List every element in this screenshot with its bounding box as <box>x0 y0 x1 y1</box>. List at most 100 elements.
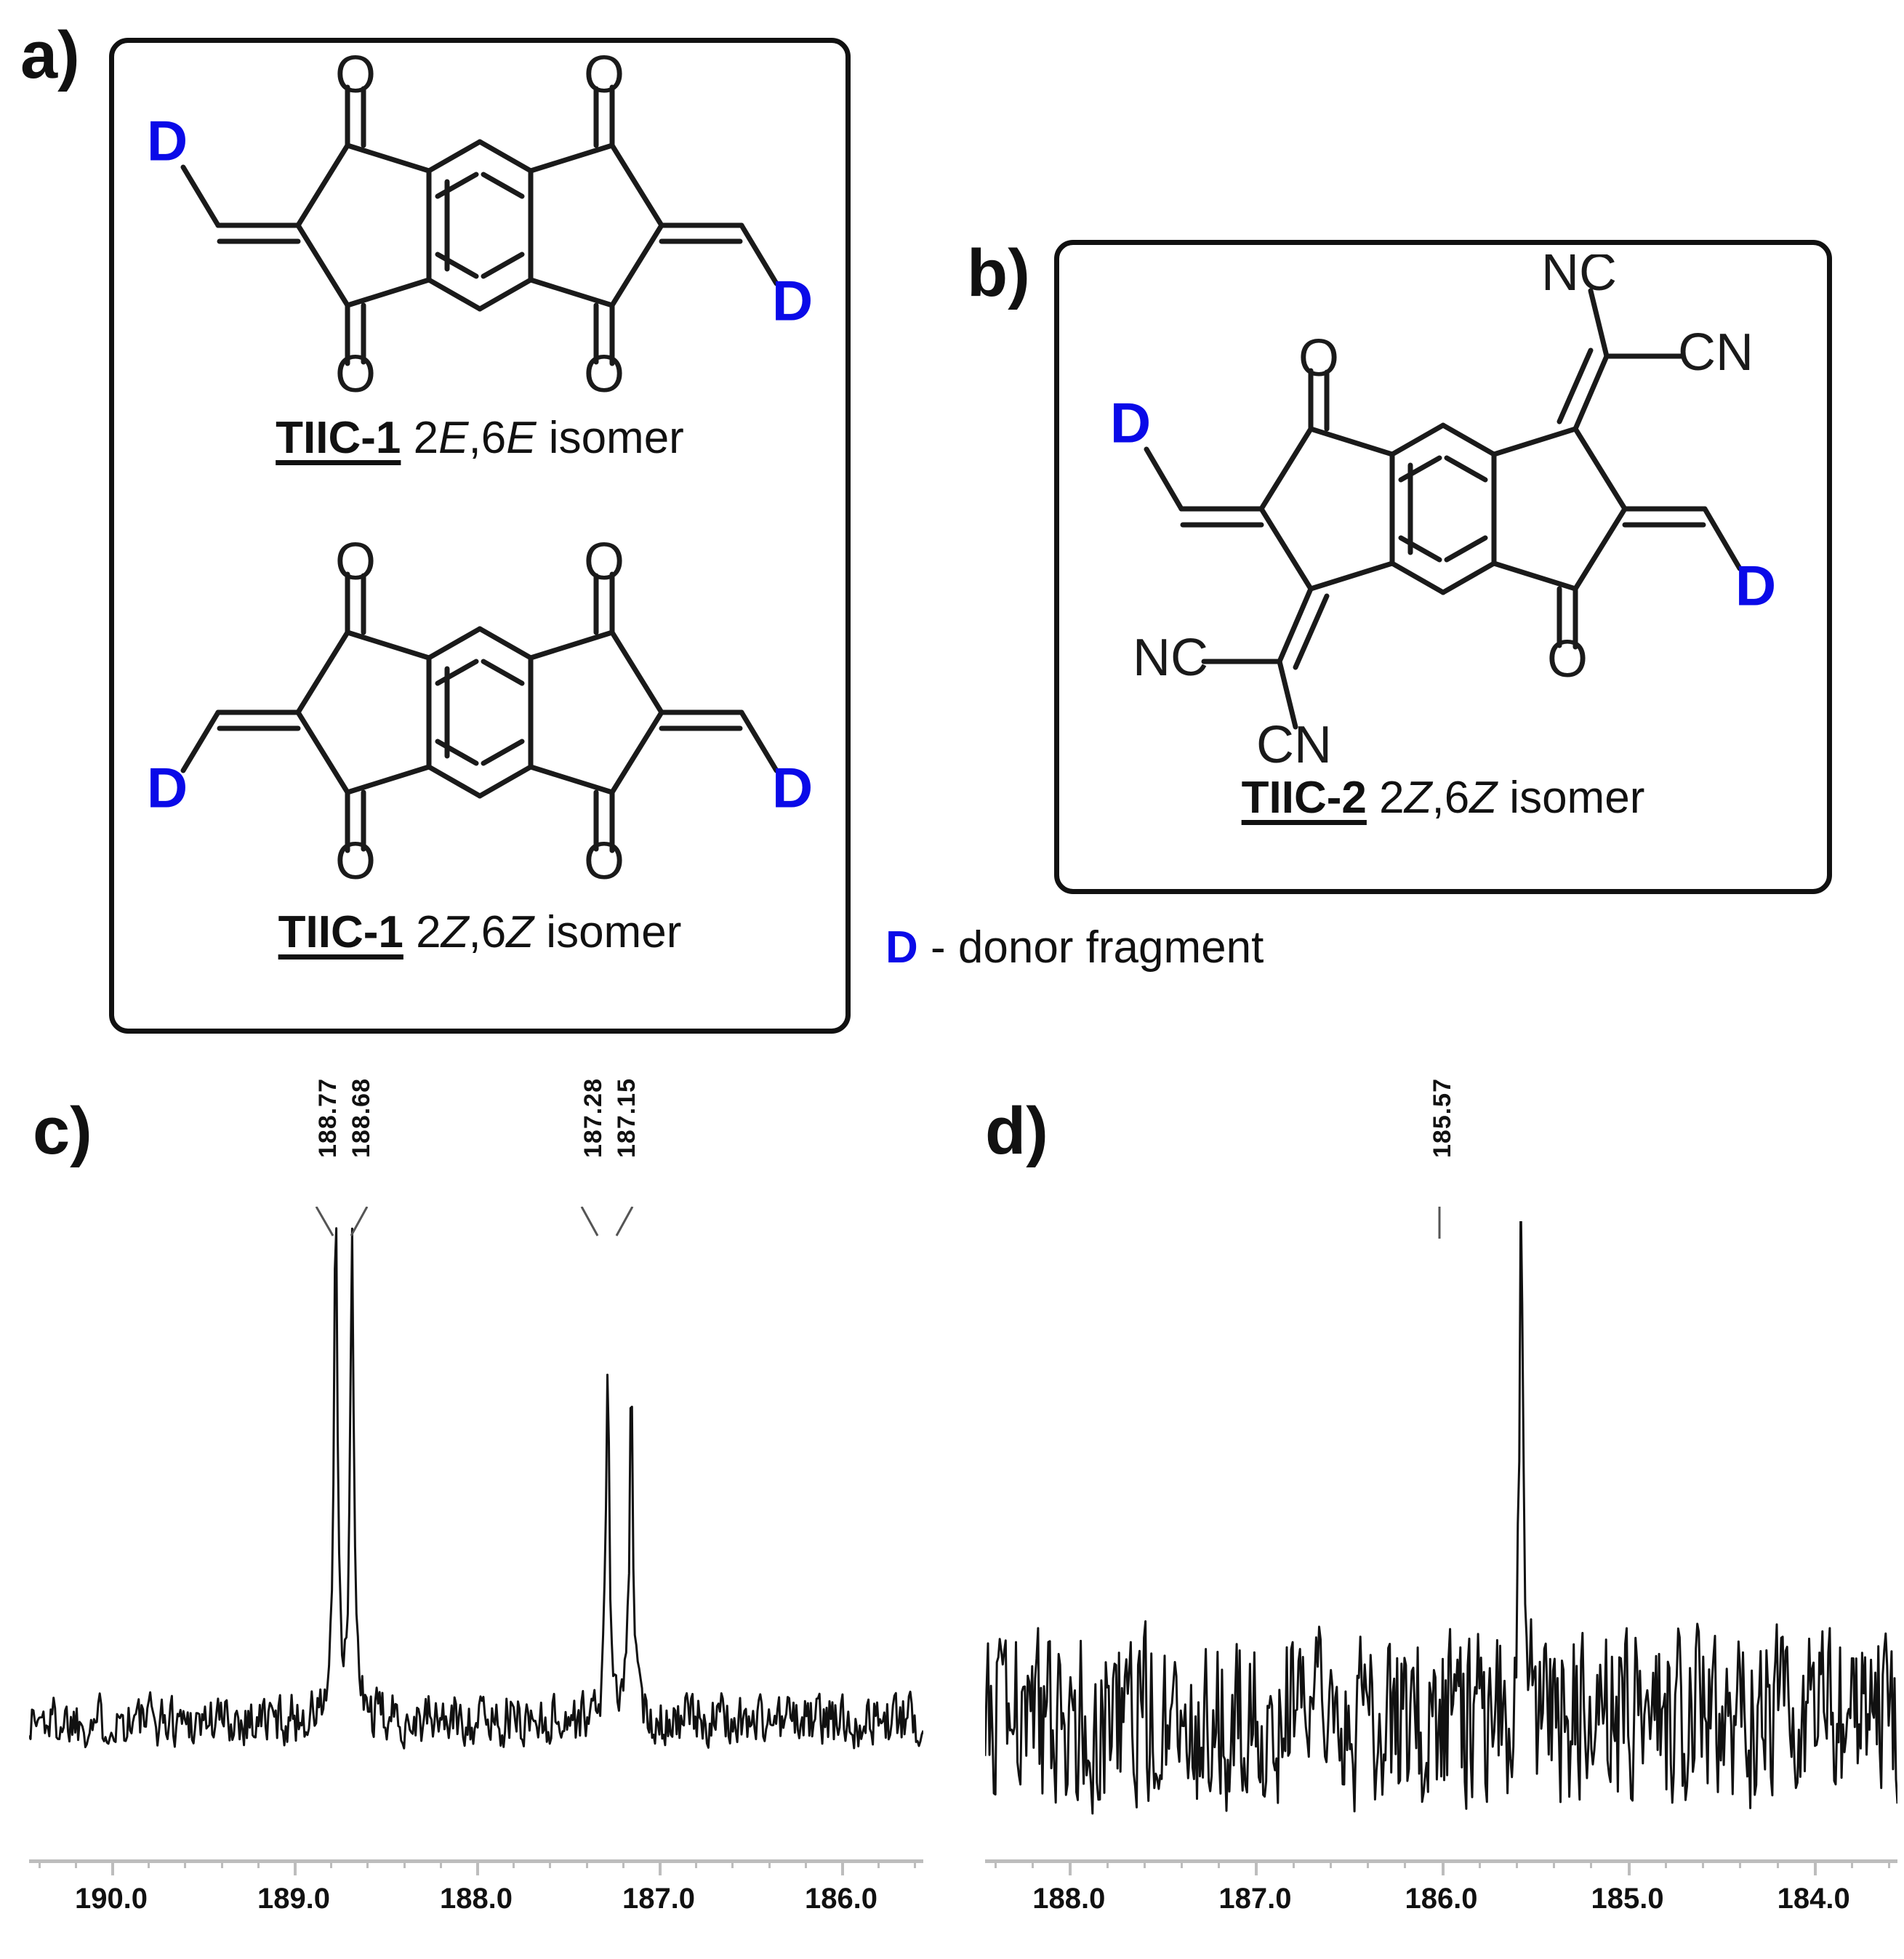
oxygen-label: O <box>1298 329 1339 387</box>
axis-tick-minor <box>1553 1859 1556 1868</box>
molecule-tiic2-2z6z: O O NC CN NC CN D D <box>1061 254 1825 778</box>
axis-tick-minor <box>994 1859 997 1868</box>
axis-tick-minor <box>1590 1859 1593 1868</box>
axis-tick-major <box>1441 1859 1445 1875</box>
axis-tick-minor <box>1478 1859 1481 1868</box>
axis-tick-minor <box>184 1859 187 1868</box>
isomer-name: 2E,6E isomer <box>413 413 684 463</box>
donor-legend-symbol: D <box>885 922 918 973</box>
peak-label-d-0: 185.57 <box>1429 1078 1456 1158</box>
axis-tick-minor <box>804 1859 807 1868</box>
axis-tick-minor <box>220 1859 223 1868</box>
axis-tick-major <box>1627 1859 1631 1875</box>
axis-tick-minor <box>1367 1859 1370 1868</box>
axis-tick-minor <box>1702 1859 1705 1868</box>
axis-tick-label: 187.0 <box>622 1883 696 1915</box>
oxygen-label: O <box>335 46 376 104</box>
axis-tick-major <box>1813 1859 1817 1875</box>
axis-tick-label: 187.0 <box>1218 1883 1292 1915</box>
axis-tick-minor <box>1515 1859 1518 1868</box>
axis-tick-minor <box>1032 1859 1034 1868</box>
peak-label-c-2: 187.28 <box>579 1078 607 1158</box>
peak-leaders-c <box>315 1207 634 1236</box>
axis-tick-minor <box>148 1859 150 1868</box>
axis-tick-minor <box>1218 1859 1221 1868</box>
peak-label-c-0: 188.77 <box>314 1078 342 1158</box>
axis-tick-major <box>1069 1859 1072 1875</box>
axis-tick-minor <box>1739 1859 1742 1868</box>
axis-tick-minor <box>366 1859 369 1868</box>
axis-tick-minor <box>1329 1859 1332 1868</box>
oxygen-label: O <box>584 345 624 403</box>
panel-label-b: b) <box>967 236 1030 310</box>
donor-label-left: D <box>147 756 188 820</box>
axis-tick-minor <box>1888 1859 1891 1868</box>
peak-label-c-1: 188.68 <box>348 1078 375 1158</box>
axis-tick-major <box>476 1859 479 1875</box>
axis-tick-minor <box>38 1859 41 1868</box>
axis-tick-minor <box>1664 1859 1667 1868</box>
axis-tick-minor <box>914 1859 917 1868</box>
molecule-tiic1-2e6e: O O O O D D <box>116 44 843 407</box>
panel-a-box <box>109 38 851 1034</box>
donor-legend: D - donor fragment <box>885 922 1264 973</box>
axis-tick-major <box>294 1859 297 1875</box>
oxygen-label: O <box>335 345 376 403</box>
axis-tick-label: 186.0 <box>804 1883 878 1915</box>
axis-tick-minor <box>330 1859 333 1868</box>
axis-tick-label: 188.0 <box>439 1883 513 1915</box>
spectrum-c <box>29 1221 923 1861</box>
axis-tick-label: 185.0 <box>1591 1883 1664 1915</box>
axis-tick-minor <box>877 1859 880 1868</box>
axis-tick-minor <box>1143 1859 1146 1868</box>
axis-tick-major <box>659 1859 662 1875</box>
axis-tick-label: 186.0 <box>1405 1883 1478 1915</box>
axis-tick-minor <box>1106 1859 1109 1868</box>
axis-tick-minor <box>1180 1859 1183 1868</box>
spectrum-trace <box>985 1221 1897 1815</box>
nitrile-label-nc-lower: NC <box>1133 629 1208 687</box>
axis-tick-minor <box>768 1859 771 1868</box>
donor-label-right: D <box>772 756 813 820</box>
axis-tick-minor <box>549 1859 552 1868</box>
axis-tick-label: 190.0 <box>74 1883 148 1915</box>
caption-tiic1-2z6z: TIIC-1 2Z,6Z isomer <box>131 909 829 956</box>
panel-b-box <box>1054 240 1832 894</box>
oxygen-label: O <box>584 533 624 591</box>
donor-label-left: D <box>1110 391 1151 455</box>
axis-tick-major <box>841 1859 844 1875</box>
axis-tick-minor <box>1776 1859 1779 1868</box>
oxygen-label: O <box>335 533 376 591</box>
axis-tick-label: 189.0 <box>257 1883 331 1915</box>
nitrile-label-cn-upper: CN <box>1678 323 1754 382</box>
axis-tick-minor <box>622 1859 624 1868</box>
axis-tick-minor <box>439 1859 442 1868</box>
donor-legend-text: - donor fragment <box>917 922 1264 973</box>
axis-tick-minor <box>403 1859 406 1868</box>
axis-tick-minor <box>1851 1859 1853 1868</box>
axis-tick-label: 184.0 <box>1777 1883 1850 1915</box>
axis-tick-minor <box>585 1859 588 1868</box>
peak-label-c-3: 187.15 <box>613 1078 640 1158</box>
oxygen-label: O <box>584 46 624 104</box>
panel-label-a: a) <box>20 18 80 92</box>
donor-label-right: D <box>1735 554 1776 618</box>
caption-tiic1-2e6e: TIIC-1 2E,6E isomer <box>131 414 829 462</box>
axis-tick-minor <box>1404 1859 1407 1868</box>
axis-tick-minor <box>695 1859 698 1868</box>
panel-label-d: d) <box>985 1094 1048 1168</box>
axis-tick-minor <box>731 1859 734 1868</box>
panel-label-c: c) <box>33 1094 92 1168</box>
nitrile-label-cn-lower: CN <box>1256 716 1332 774</box>
oxygen-label: O <box>584 832 624 890</box>
donor-label-left: D <box>147 109 188 173</box>
axis-tick-major <box>1255 1859 1258 1875</box>
axis-tick-minor <box>1292 1859 1295 1868</box>
compound-name: TIIC-1 <box>278 907 403 957</box>
axis-tick-minor <box>513 1859 515 1868</box>
caption-tiic2-2z6z: TIIC-2 2Z,6Z isomer <box>1069 774 1817 821</box>
axis-tick-major <box>111 1859 114 1875</box>
isomer-name: 2Z,6Z isomer <box>1379 773 1645 823</box>
nitrile-label-nc-upper: NC <box>1541 254 1617 302</box>
compound-name: TIIC-2 <box>1241 773 1367 823</box>
